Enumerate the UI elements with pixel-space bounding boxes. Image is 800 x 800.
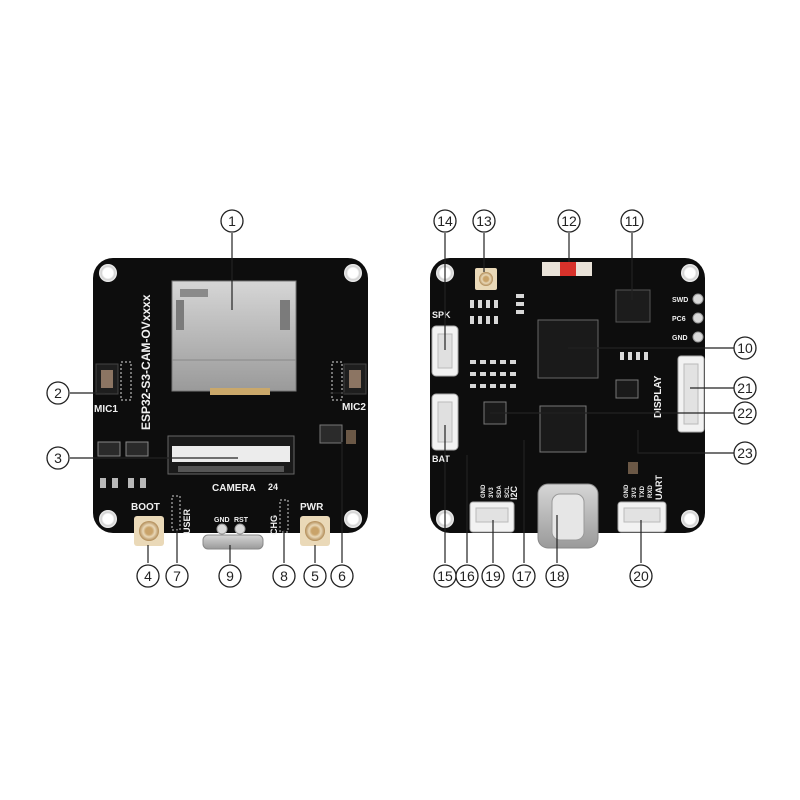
boot-label: BOOT — [131, 502, 160, 513]
ic-chip-11 — [615, 289, 651, 323]
mic1-label: MIC1 — [94, 404, 118, 415]
small-chip — [628, 462, 638, 474]
pwr-label: PWR — [300, 502, 324, 513]
camera-label: CAMERA — [212, 483, 256, 494]
bat-label: BAT — [432, 454, 450, 464]
i2c-pin-label: GND — [481, 484, 487, 498]
gnd-label-back: GND — [672, 335, 688, 342]
mounting-hole — [99, 264, 117, 282]
callout-17: 17 — [516, 568, 532, 584]
callout-21: 21 — [737, 380, 753, 396]
callout-3: 3 — [54, 450, 62, 466]
back-board: SPK BAT DISPLAY I2C UART SWD PC6 GND GND… — [430, 258, 705, 549]
pwr-button-cap[interactable] — [305, 521, 325, 541]
callouts: 1 2 3 4 5 6 7 8 9 10 11 12 13 14 15 16 1… — [46, 209, 757, 588]
mounting-hole — [681, 510, 699, 528]
user-led — [171, 495, 181, 531]
callout-22: 22 — [737, 405, 753, 421]
callout-10: 10 — [737, 340, 753, 356]
callout-11: 11 — [625, 213, 640, 229]
uart-pin-label: GND — [624, 484, 630, 498]
front-board: ESP32-S3-CAM-OVxxxx MIC1 MIC2 CAMERA 24 … — [93, 258, 368, 550]
i2c-pin-label: SCL — [505, 486, 511, 498]
user-label: USER — [182, 508, 192, 534]
mic2-microphone — [331, 361, 367, 401]
callout-14: 14 — [437, 213, 453, 229]
callout-4: 4 — [144, 568, 152, 584]
model-label: ESP32-S3-CAM-OVxxxx — [139, 294, 153, 430]
rst-label: RST — [234, 517, 249, 524]
mic1-microphone — [95, 361, 132, 401]
gnd-pad — [216, 523, 228, 535]
callout-13: 13 — [476, 213, 492, 229]
uart-connector — [617, 501, 667, 533]
usb-c-port — [202, 534, 264, 550]
callout-6: 6 — [338, 568, 346, 584]
leader-lines — [70, 233, 745, 563]
component-cluster — [97, 424, 356, 488]
callout-5: 5 — [311, 568, 319, 584]
callout-1: 1 — [228, 213, 236, 229]
boot-button-cap[interactable] — [139, 521, 159, 541]
camera-connector — [167, 435, 295, 475]
callout-2: 2 — [54, 385, 62, 401]
mounting-hole — [344, 510, 362, 528]
red-indicator-chip — [542, 262, 592, 276]
pc6-label: PC6 — [672, 316, 686, 323]
i2c-pin-label: SDA — [497, 485, 503, 498]
uart-pin-label: 3V3 — [632, 487, 638, 498]
callout-12: 12 — [561, 213, 577, 229]
callout-19: 19 — [485, 568, 501, 584]
uart-pin-label: TXD — [640, 485, 646, 498]
uart-pin-label: RXD — [648, 485, 654, 498]
qfn-chip — [539, 405, 587, 453]
uart-label: UART — [654, 475, 664, 500]
mounting-hole — [344, 264, 362, 282]
display-label: DISPLAY — [653, 375, 664, 418]
display-connector — [677, 355, 705, 433]
rst-pad — [234, 523, 246, 535]
i2c-connector — [469, 501, 515, 533]
swd-pad — [692, 293, 704, 305]
callout-23: 23 — [737, 445, 753, 461]
callout-18: 18 — [549, 568, 565, 584]
callout-7: 7 — [173, 568, 181, 584]
main-processor-chip — [537, 319, 599, 379]
small-chip — [615, 379, 639, 399]
callout-8: 8 — [280, 568, 288, 584]
swd-label: SWD — [672, 297, 688, 304]
i2c-pin-label: 3V3 — [489, 487, 495, 498]
chg-label: CHG — [269, 515, 279, 535]
gnd-pad-back — [692, 331, 704, 343]
passive-components — [470, 294, 648, 388]
callout-15: 15 — [437, 568, 453, 584]
reset-button-cap[interactable] — [479, 272, 493, 286]
mounting-hole — [99, 510, 117, 528]
camera-pin-label: 24 — [268, 482, 278, 492]
usb-c-connector — [537, 483, 599, 549]
sd-card-slot — [171, 280, 297, 395]
mic2-label: MIC2 — [342, 402, 366, 413]
callout-9: 9 — [226, 568, 234, 584]
i2c-label: I2C — [509, 485, 519, 500]
callout-16: 16 — [459, 568, 475, 584]
front-pcb — [93, 258, 368, 533]
mounting-hole — [681, 264, 699, 282]
callout-20: 20 — [633, 568, 649, 584]
gnd-label: GND — [214, 517, 230, 524]
pc6-pad — [692, 312, 704, 324]
spk-label: SPK — [432, 310, 451, 320]
